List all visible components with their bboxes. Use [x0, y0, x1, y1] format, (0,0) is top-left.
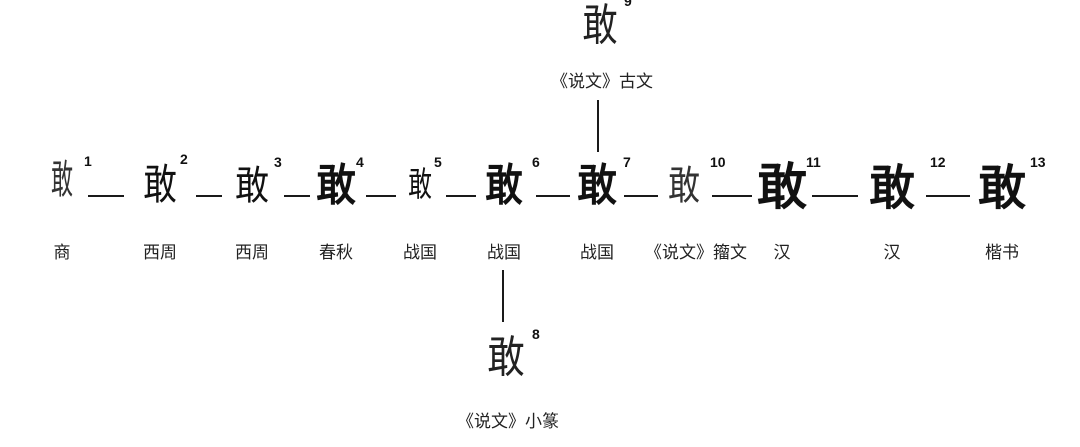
glyph-3: 敢 — [235, 163, 269, 209]
number-13: 13 — [1030, 154, 1046, 170]
connector-11-12 — [812, 195, 858, 197]
connector-2-3 — [196, 195, 222, 197]
connector-12-13 — [926, 195, 970, 197]
period-label-12: 汉 — [883, 243, 901, 263]
number-3: 3 — [274, 154, 282, 170]
number-4: 4 — [356, 154, 364, 170]
period-label-10: 《说文》籀文 — [645, 243, 747, 263]
period-label-11: 汉 — [773, 243, 791, 263]
number-5: 5 — [434, 154, 442, 170]
period-label-7: 战国 — [580, 243, 614, 263]
period-label-1: 商 — [53, 243, 71, 263]
glyph-5: 敢 — [408, 165, 432, 205]
glyph-9: 敢 — [582, 0, 618, 51]
glyph-13: 敢 — [977, 160, 1027, 216]
number-9: 9 — [624, 0, 632, 9]
period-label-3: 西周 — [235, 243, 269, 263]
period-label-4: 春秋 — [319, 243, 353, 263]
glyph-2: 敢 — [143, 160, 177, 209]
glyph-12: 敢 — [869, 160, 915, 216]
number-1: 1 — [84, 153, 92, 169]
period-label-9: 《说文》古文 — [551, 72, 653, 92]
connector-6-7 — [536, 195, 570, 197]
glyph-10: 敢 — [668, 163, 700, 209]
connector-4-5 — [366, 195, 396, 197]
number-8: 8 — [532, 326, 540, 342]
connector-3-4 — [284, 195, 310, 197]
connector-5-6 — [446, 195, 476, 197]
period-label-8: 《说文》小篆 — [457, 412, 559, 432]
number-11: 11 — [806, 154, 821, 170]
glyph-4: 敢 — [316, 160, 356, 211]
glyph-1: 敢 — [51, 157, 73, 203]
glyph-6: 敢 — [485, 160, 523, 211]
number-6: 6 — [532, 154, 540, 170]
connector-1-2 — [88, 195, 124, 197]
period-label-2: 西周 — [143, 243, 177, 263]
glyph-8: 敢 — [487, 332, 525, 383]
period-label-5: 战国 — [403, 243, 437, 263]
number-10: 10 — [710, 154, 726, 170]
period-label-6: 战国 — [487, 243, 521, 263]
glyph-7: 敢 — [577, 160, 617, 211]
number-12: 12 — [930, 154, 946, 170]
branch-line-6-8 — [502, 270, 504, 322]
number-7: 7 — [623, 154, 631, 170]
connector-7-10 — [624, 195, 658, 197]
period-label-13: 楷书 — [985, 243, 1019, 263]
connector-10-11 — [712, 195, 752, 197]
branch-line-7-9 — [597, 100, 599, 152]
number-2: 2 — [180, 151, 188, 167]
glyph-11: 敢 — [757, 157, 807, 216]
